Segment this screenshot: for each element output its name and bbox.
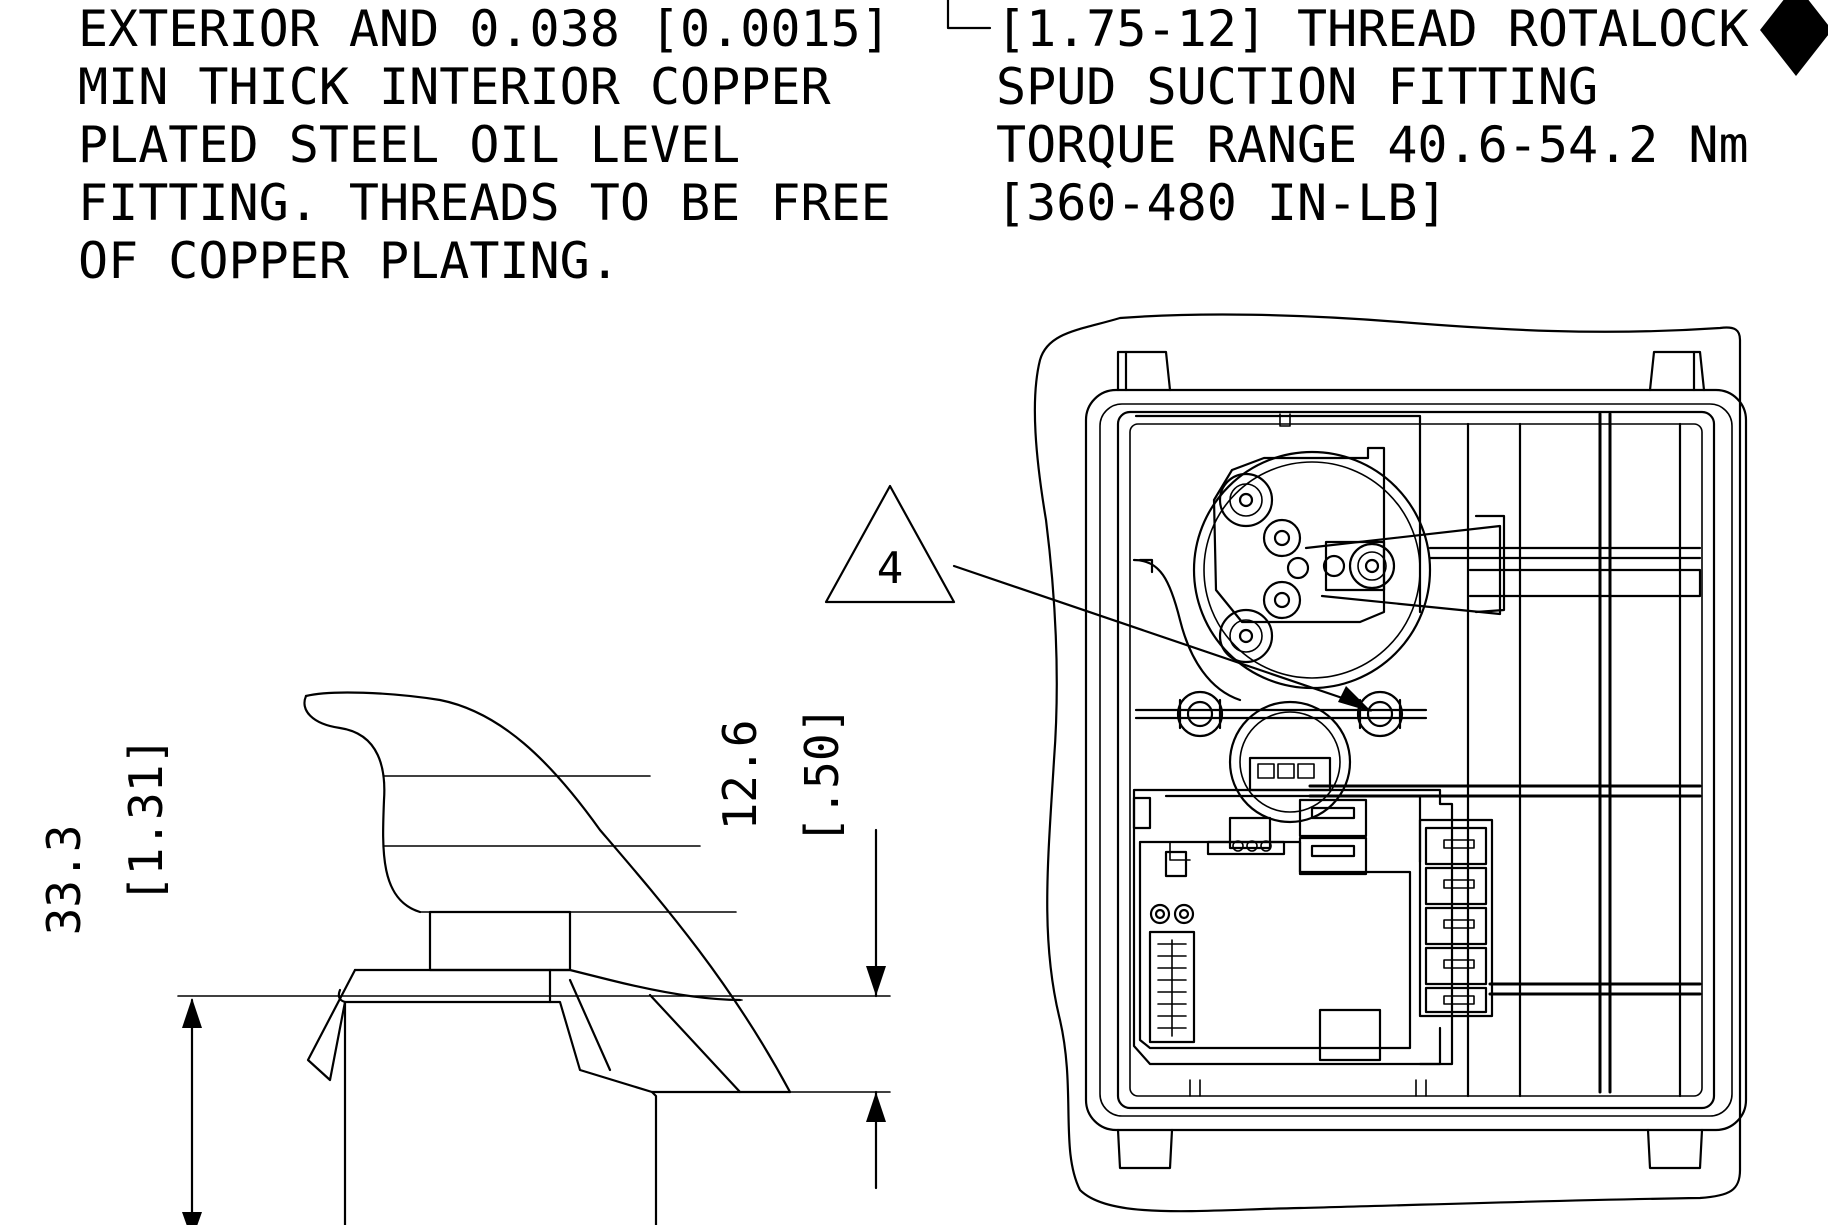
dimension-height: 33.3 [1.31] <box>37 737 202 1225</box>
dimension-offset: 12.6 [.50] <box>713 706 886 1190</box>
note-left-line-1: EXTERIOR AND 0.038 [0.0015] <box>78 0 891 58</box>
callout-leader <box>952 564 1362 706</box>
dimension-offset-in: [.50] <box>795 706 849 844</box>
terminal-box-view <box>1033 313 1748 1213</box>
note-left-line-2: MIN THICK INTERIOR COPPER <box>78 58 831 116</box>
arrow-up-icon <box>182 998 202 1028</box>
break-outline <box>1033 313 1742 1213</box>
note-leader <box>946 0 992 30</box>
diamond-symbol-icon <box>1760 0 1828 76</box>
note-right-line-3: TORQUE RANGE 40.6-54.2 Nm <box>996 116 1749 174</box>
callout-arrow-icon <box>1338 686 1372 712</box>
note-left: EXTERIOR AND 0.038 [0.0015] MIN THICK IN… <box>78 0 891 290</box>
dimension-height-mm: 33.3 <box>37 825 91 936</box>
note-right: [1.75-12] THREAD ROTALOCK SPUD SUCTION F… <box>946 0 1828 232</box>
callout-4: 4 <box>824 484 1372 712</box>
callout-label: 4 <box>877 543 904 594</box>
dimension-offset-mm: 12.6 <box>713 720 767 831</box>
note-right-line-1: [1.75-12] THREAD ROTALOCK <box>996 0 1749 58</box>
arrow-down-icon <box>866 966 886 996</box>
arrow-up-icon <box>866 1092 886 1122</box>
note-right-line-4: [360-480 IN-LB] <box>996 174 1448 232</box>
dimension-height-in: [1.31] <box>119 737 173 903</box>
note-left-line-5: OF COPPER PLATING. <box>78 232 620 290</box>
arrow-down-icon <box>182 1212 202 1225</box>
note-right-line-2: SPUD SUCTION FITTING <box>996 58 1598 116</box>
note-left-line-4: FITTING. THREADS TO BE FREE <box>78 174 891 232</box>
fitting-side-profile <box>177 691 891 1225</box>
note-left-line-3: PLATED STEEL OIL LEVEL <box>78 116 740 174</box>
callout-triangle <box>824 484 956 604</box>
